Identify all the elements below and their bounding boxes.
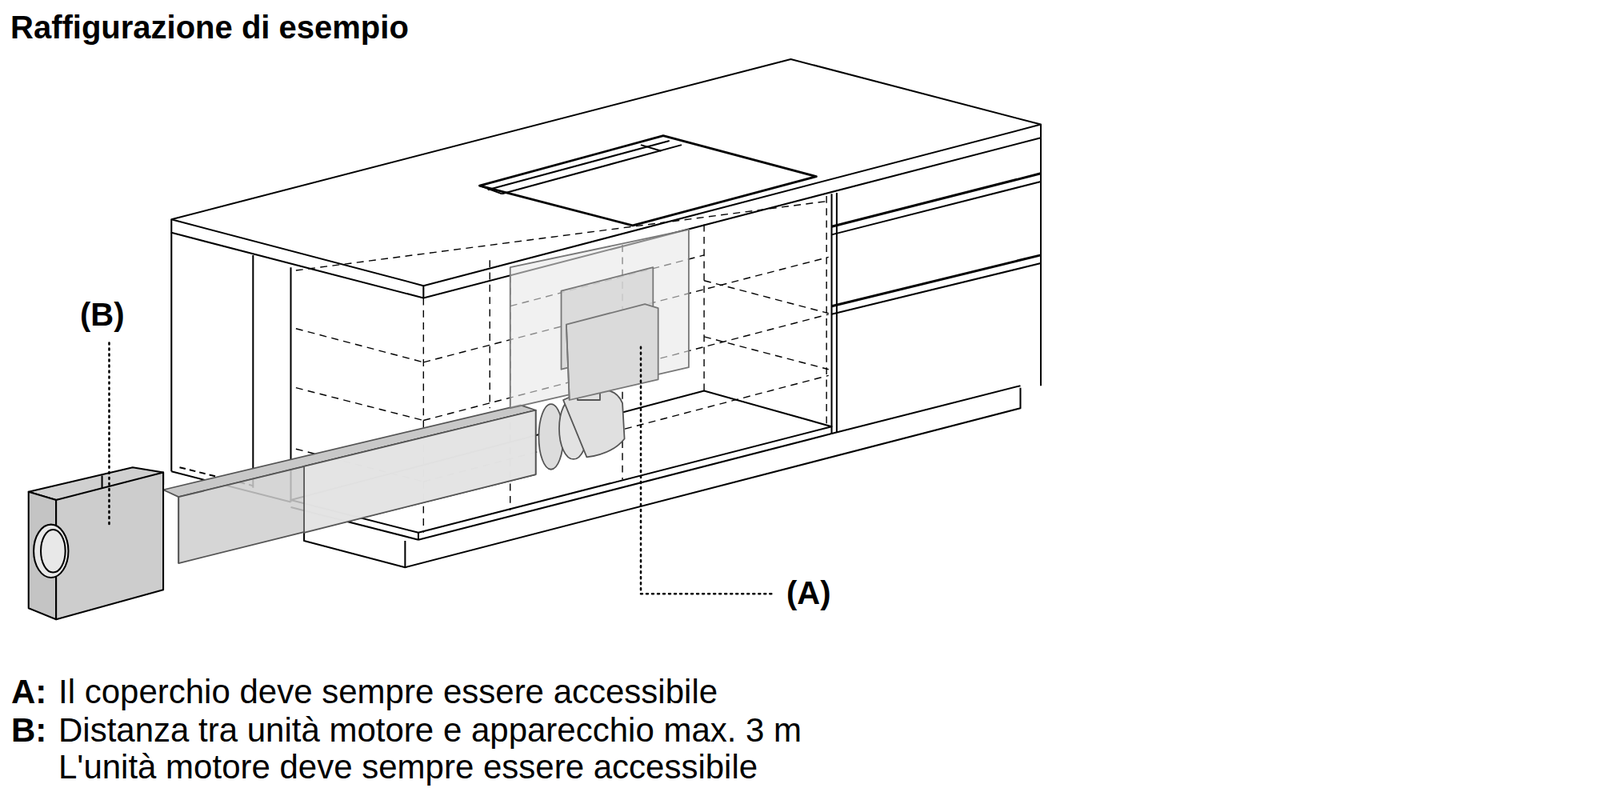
drawing-stroke	[832, 173, 1041, 227]
motor-unit	[28, 467, 164, 620]
drawing-stroke	[704, 336, 829, 370]
callout-letter: (B)	[80, 294, 125, 335]
drawing-stroke	[1040, 137, 1042, 386]
drawing-stroke	[40, 529, 66, 573]
drawing-stroke	[510, 229, 689, 408]
cabinet-carcass	[171, 59, 1041, 568]
drawing-stroke	[825, 196, 827, 424]
note-key: B:	[11, 710, 47, 751]
note-text: L'unità motore deve sempre essere access…	[58, 747, 758, 788]
drawing-stroke	[101, 475, 104, 488]
note-key: A:	[11, 672, 47, 712]
drawing-stroke	[177, 496, 180, 564]
drawing-stroke	[832, 181, 1041, 235]
drawing-stroke	[178, 410, 536, 564]
drawing-stroke	[296, 388, 424, 421]
cover-plenum	[510, 229, 689, 408]
drawing-stroke	[832, 255, 1041, 307]
drawing-stroke	[304, 410, 536, 533]
drawing-stroke	[640, 347, 776, 595]
drawing-stroke	[296, 328, 424, 363]
figure-title: Raffigurazione di esempio	[10, 8, 409, 47]
drawing-stroke	[417, 532, 420, 540]
note-text: Distanza tra unità motore e apparecchio …	[58, 710, 802, 751]
drawing-stroke	[170, 232, 172, 472]
drawing-stroke	[304, 388, 1020, 568]
drawing-stroke	[502, 144, 682, 194]
exhaust-duct	[163, 377, 625, 564]
drawing-stroke	[832, 385, 1021, 434]
drawing-stroke	[422, 285, 424, 298]
drawing-stroke	[489, 260, 491, 408]
drawing-stroke	[566, 324, 570, 400]
hidden-cabinet-lines	[296, 196, 829, 533]
drawing-stroke	[252, 255, 254, 488]
drawing-stroke	[108, 343, 111, 526]
drawing-stroke	[291, 391, 832, 533]
drawing-stroke	[404, 540, 406, 568]
drawing-stroke	[33, 524, 68, 578]
drawing-stroke	[703, 224, 704, 392]
drawing-stroke	[566, 304, 659, 400]
drawing-stroke	[488, 140, 670, 190]
drawing-stroke	[832, 263, 1041, 315]
drawing-stroke	[479, 185, 502, 194]
callout-letter: (A)	[786, 572, 832, 613]
note-text: Il coperchio deve sempre essere accessib…	[58, 672, 718, 712]
drawing-stroke	[704, 280, 829, 314]
drawing-stroke	[479, 136, 816, 226]
drawing-stroke	[640, 144, 662, 152]
leader-lines	[108, 343, 776, 595]
